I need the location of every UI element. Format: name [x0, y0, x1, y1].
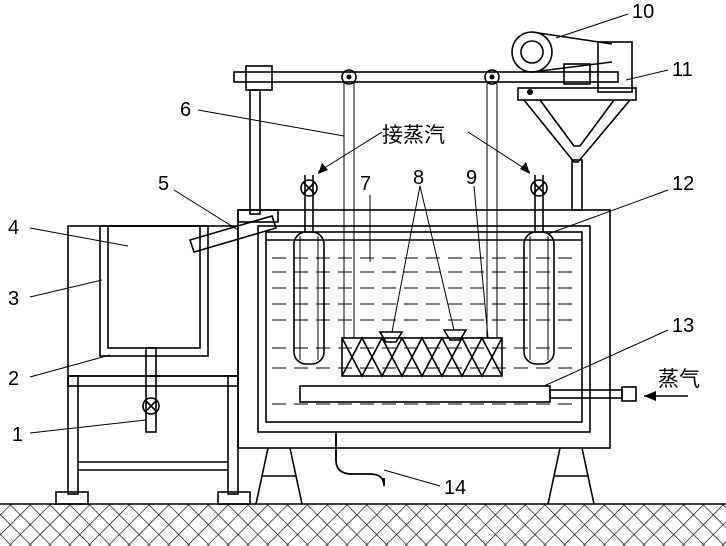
- label-14: 14: [444, 477, 466, 499]
- label-9: 9: [466, 167, 477, 189]
- drain-hose: [335, 432, 385, 487]
- workpiece-basket: [341, 329, 503, 378]
- heater-right: [523, 231, 555, 365]
- label-1: 1: [12, 424, 23, 446]
- label-11: 11: [672, 59, 693, 81]
- label-12: 12: [672, 173, 694, 195]
- feed-chute: [188, 209, 279, 253]
- motor: [511, 31, 637, 101]
- steam-valve-right: [530, 175, 548, 232]
- arrowheads: [318, 162, 530, 174]
- main-tank-insulation: [237, 209, 611, 449]
- drain-valve: [142, 347, 160, 433]
- heater-left: [293, 231, 325, 365]
- ground: [0, 503, 726, 546]
- hoist-frame: [233, 65, 619, 338]
- hopper-support: [523, 99, 631, 211]
- label-6: 6: [180, 99, 191, 121]
- tank-legs: [255, 447, 595, 505]
- label-4: 4: [8, 217, 19, 239]
- leader-lines: [29, 13, 669, 487]
- label-8: 8: [413, 167, 424, 189]
- label-13: 13: [672, 315, 694, 337]
- steam-connection-label: 接蒸汽: [382, 123, 445, 147]
- support-frame: [55, 375, 251, 505]
- label-7: 7: [360, 173, 371, 195]
- liquid: [266, 239, 582, 405]
- steam-label: 蒸气: [658, 367, 700, 391]
- steam-valve-left: [300, 175, 318, 232]
- label-2: 2: [8, 368, 19, 390]
- label-10: 10: [632, 1, 654, 23]
- label-3: 3: [8, 288, 19, 310]
- left-tank-insulation: [67, 225, 239, 377]
- label-5: 5: [158, 173, 169, 195]
- steam-coil: [299, 385, 688, 403]
